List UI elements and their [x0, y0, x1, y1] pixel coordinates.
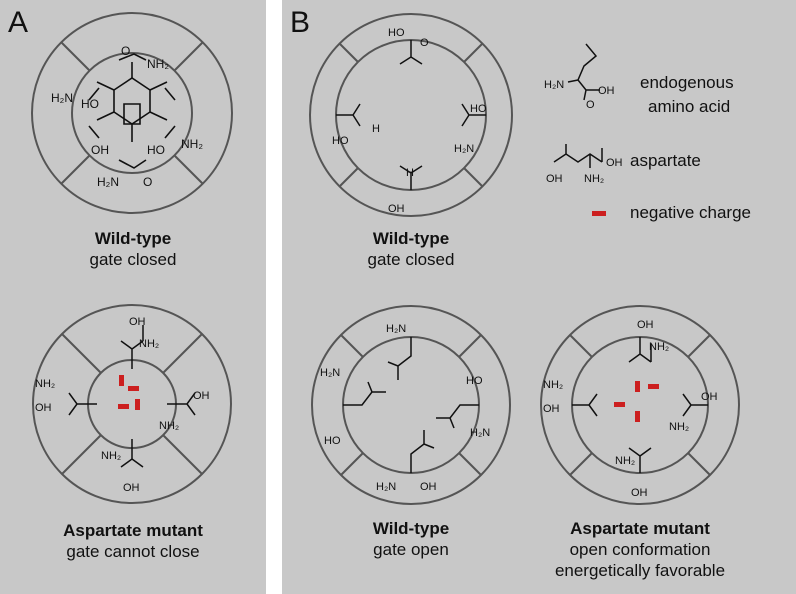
chem-label: H₂N — [376, 481, 396, 493]
aspartate-structure: OH NH₂ OH — [546, 144, 623, 185]
chem-label: HO — [81, 97, 99, 111]
negative-charge-mark — [648, 384, 659, 389]
caption-b-bottom-left: Wild-type gate open — [282, 518, 540, 560]
chem-label: OH — [543, 403, 560, 415]
chem-label: O — [420, 37, 429, 49]
negative-charge-mark — [128, 386, 139, 391]
chem-label: NH₂ — [147, 57, 169, 71]
panel-b: B HO O HO H HO H₂N OH H Wild-type gate c… — [282, 0, 796, 594]
negative-charge-mark — [635, 411, 640, 422]
chem-label: NH₂ — [615, 455, 635, 467]
chem-label: NH₂ — [101, 450, 121, 462]
legend-negative-charge-mark — [592, 211, 606, 216]
caption-subtitle: gate closed — [367, 250, 455, 269]
chem-label: HO — [470, 103, 487, 115]
chem-label: HO — [324, 435, 341, 447]
chem-label: H₂N — [97, 175, 119, 189]
caption-b-bottom-right: Aspartate mutant open conformation energ… — [532, 518, 748, 581]
legend-negative-charge: negative charge — [630, 203, 751, 222]
caption-subtitle: gate cannot close — [66, 542, 200, 561]
wildtype-closed-gate-diagram-a: O NH₂ H₂N HO NH₂ OH HO H₂N O — [31, 12, 233, 214]
aspartate-mutant-diagram-a: OH NH₂ NH₂ OH OH NH₂ NH₂ OH — [32, 304, 232, 504]
chem-label: OH — [606, 157, 623, 169]
chem-label: H — [372, 123, 380, 135]
panel-b-letter: B — [290, 6, 311, 39]
chem-label: NH₂ — [181, 137, 203, 151]
outer-ring — [31, 12, 233, 214]
chem-label: OH — [123, 482, 140, 494]
legend-aspartate: aspartate — [630, 151, 701, 170]
chem-label: OH — [598, 85, 615, 97]
legend-endogenous-line2: amino acid — [648, 97, 731, 116]
chem-label: NH₂ — [649, 341, 669, 353]
caption-b-top: Wild-type gate closed — [282, 228, 540, 270]
chem-label: OH — [388, 203, 405, 215]
negative-charge-mark — [614, 402, 625, 407]
caption-title: Wild-type — [94, 229, 172, 248]
chem-label: NH₂ — [584, 173, 604, 185]
chem-label: H — [406, 167, 414, 179]
negative-charge-mark — [119, 375, 124, 386]
caption-a-bottom: Aspartate mutant gate cannot close — [0, 520, 266, 562]
inner-ring — [71, 52, 193, 174]
chem-label: H₂N — [454, 143, 474, 155]
chem-label: OH — [701, 391, 718, 403]
caption-title: Aspartate mutant — [63, 521, 203, 540]
chem-label: OH — [193, 390, 210, 402]
caption-title: Wild-type — [372, 229, 450, 248]
aspartate-mutant-diagram-b: OH NH₂ NH₂ OH OH NH₂ NH₂ OH — [540, 305, 740, 505]
chem-label: HO — [147, 143, 165, 157]
caption-title: Aspartate mutant — [570, 519, 710, 538]
chem-label: O — [121, 44, 130, 58]
negative-charge-mark — [635, 381, 640, 392]
chem-label: OH — [631, 487, 648, 499]
negative-charge-mark — [118, 404, 129, 409]
chem-label: HO — [388, 27, 405, 39]
chem-label: NH₂ — [669, 421, 689, 433]
chem-label: OH — [420, 481, 437, 493]
chem-label: H₂N — [544, 79, 564, 91]
panel-a: A O NH₂ H₂N HO NH₂ OH HO H₂N O Wild-type — [0, 0, 266, 594]
chem-label: H₂N — [386, 323, 406, 335]
caption-subtitle: gate closed — [89, 250, 177, 269]
legend-endogenous-line1: endogenous — [640, 73, 734, 92]
chem-label: OH — [35, 402, 52, 414]
chem-label: OH — [91, 143, 109, 157]
chem-label: NH₂ — [543, 379, 563, 391]
negative-charge-mark — [135, 399, 140, 410]
chem-label: OH — [546, 173, 563, 185]
endogenous-amino-acid-structure: H₂N O OH — [544, 43, 615, 111]
wildtype-open-gate-diagram: H₂N H₂N HO HO H₂N H₂N OH — [311, 305, 511, 505]
chem-label: O — [143, 175, 152, 189]
chem-label: NH₂ — [139, 338, 159, 350]
wildtype-closed-gate-diagram-b: HO O HO H HO H₂N OH H — [309, 13, 513, 217]
chem-label: OH — [129, 316, 146, 328]
chem-label: O — [586, 99, 595, 111]
caption-subtitle-line1: open conformation — [569, 540, 711, 559]
chem-label: H₂N — [51, 91, 73, 105]
caption-subtitle: gate open — [373, 540, 449, 559]
caption-a-top: Wild-type gate closed — [0, 228, 266, 270]
caption-title: Wild-type — [372, 519, 450, 538]
chem-label: H₂N — [470, 427, 490, 439]
caption-subtitle-line2: energetically favorable — [554, 561, 726, 580]
chem-label: NH₂ — [159, 420, 179, 432]
chem-label: HO — [466, 375, 483, 387]
panel-a-letter: A — [8, 6, 29, 39]
chem-label: OH — [637, 319, 654, 331]
chem-label: HO — [332, 135, 349, 147]
chem-label: NH₂ — [35, 378, 55, 390]
chem-label: H₂N — [320, 367, 340, 379]
